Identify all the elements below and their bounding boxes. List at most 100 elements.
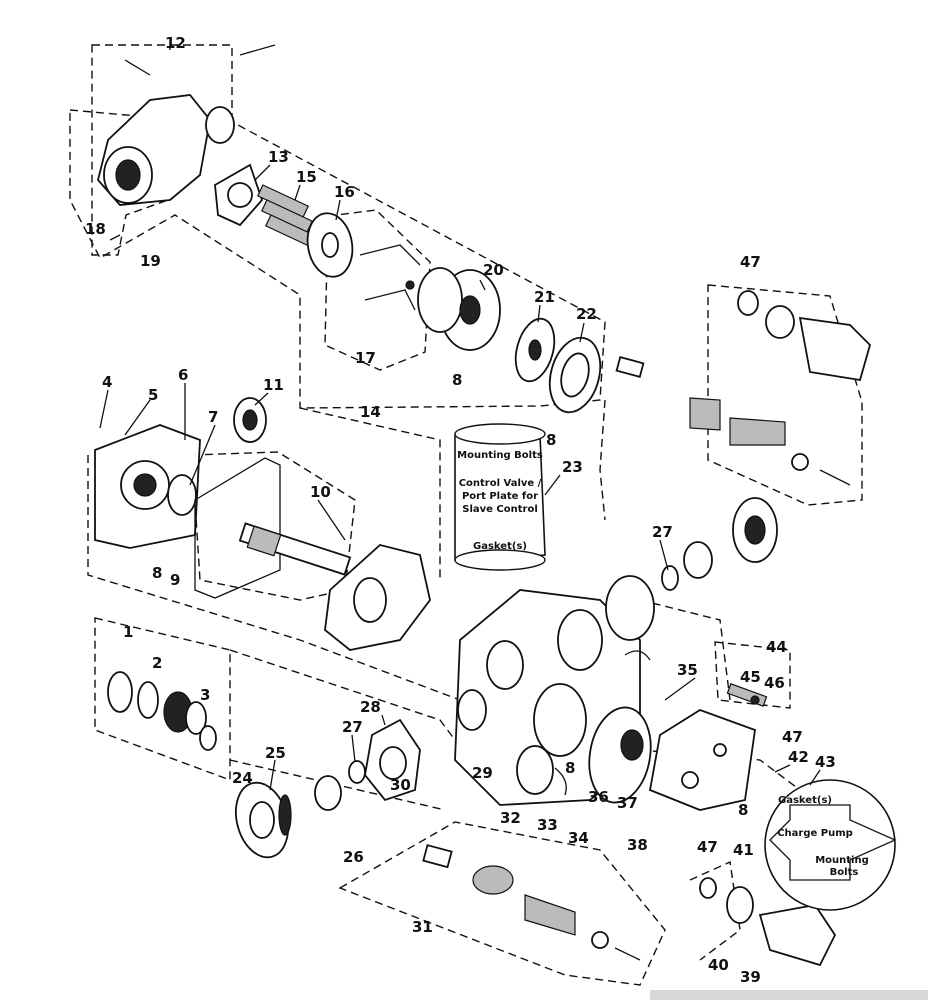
group-17-outline [324, 209, 431, 371]
callout-20: 20 [483, 261, 504, 279]
callout-17: 17 [355, 349, 376, 367]
valve-plate-part-21 [514, 317, 556, 383]
callout-36: 36 [588, 788, 609, 806]
box-43-gasket: Gasket(s) [778, 795, 832, 806]
callout-47-top: 47 [740, 253, 761, 271]
callout-16: 16 [334, 183, 355, 201]
info-box-43: Gasket(s) Charge Pump Mounting Bolts [764, 779, 897, 911]
callout-29: 29 [472, 764, 493, 782]
callout-5: 5 [148, 386, 158, 404]
dashed-axis-1 [87, 455, 461, 701]
callout-8-mid: 8 [565, 759, 575, 777]
plate-part-44 [726, 683, 768, 707]
plate-part-28 [364, 718, 421, 802]
relief-valve-bottom-part-31 [422, 844, 641, 961]
callout-labels: 12 13 15 16 18 19 17 20 21 22 8 8 14 47 … [85, 34, 836, 986]
group-31-outline [338, 821, 666, 986]
box-43-bolts: Bolts [830, 867, 859, 878]
callout-35: 35 [677, 661, 698, 679]
front-housing-part [324, 544, 431, 651]
box-43-mounting: Mounting [815, 855, 869, 866]
callout-41: 41 [733, 841, 754, 859]
callout-44: 44 [766, 638, 787, 656]
callout-8-top: 8 [452, 371, 462, 389]
callout-3: 3 [200, 686, 210, 704]
group-1-outline [94, 617, 231, 782]
box-23-line1: Mounting Bolts [457, 450, 543, 461]
spool-part-top [615, 356, 645, 378]
bearing-part-11 [233, 397, 267, 443]
dashed-axis-6 [639, 599, 731, 701]
cylinder-block-part-20 [417, 267, 501, 351]
dashed-axis-4 [299, 407, 441, 580]
group-47-top-outline [707, 284, 863, 506]
callout-31: 31 [412, 918, 433, 936]
callout-24: 24 [232, 769, 253, 787]
group-10-outline [191, 451, 356, 601]
end-cover-part-5 [94, 424, 201, 549]
bearing-part-7 [167, 474, 197, 516]
seal-group-part-1 [107, 671, 217, 751]
callout-40: 40 [708, 956, 729, 974]
bearing-plate-part-22 [548, 336, 602, 414]
relief-valve-bottom-cap-part-39 [699, 877, 837, 967]
callout-47-bottom: 47 [697, 838, 718, 856]
callout-6: 6 [178, 366, 188, 384]
callout-30: 30 [390, 776, 411, 794]
callout-32: 32 [500, 809, 521, 827]
callout-8-plate: 8 [546, 431, 556, 449]
callout-37: 37 [617, 794, 638, 812]
callout-45: 45 [740, 668, 761, 686]
callout-1: 1 [123, 623, 133, 641]
rear-flange-part [605, 497, 778, 661]
callout-42: 42 [788, 748, 809, 766]
callout-9: 9 [170, 571, 180, 589]
flange-part-25 [235, 781, 292, 859]
linkage-part-17 [359, 244, 421, 311]
callout-2: 2 [152, 654, 162, 672]
group-44-outline [714, 641, 791, 709]
oring-part-27-left [348, 760, 366, 784]
callout-47-mid: 47 [782, 728, 803, 746]
dashed-axis-5 [599, 399, 606, 521]
callout-26: 26 [343, 848, 364, 866]
box-23-line3: Port Plate for [462, 491, 538, 502]
callout-43: 43 [815, 753, 836, 771]
callout-25: 25 [265, 744, 286, 762]
callout-19: 19 [140, 252, 161, 270]
callout-27-right: 27 [652, 523, 673, 541]
end-cap-part-38 [648, 709, 756, 811]
relief-valve-top-part [689, 290, 872, 486]
shaft-part-10 [238, 522, 352, 576]
callout-22: 22 [576, 305, 597, 323]
callout-8-right: 8 [738, 801, 748, 819]
box-23-line2: Control Valve / [459, 478, 542, 489]
callout-39: 39 [740, 968, 761, 986]
leader-lines [99, 45, 821, 791]
bearing-part-26 [314, 775, 342, 811]
callout-38: 38 [627, 836, 648, 854]
box-43-charge-pump: Charge Pump [777, 828, 853, 839]
callout-27-left: 27 [342, 718, 363, 736]
callout-18: 18 [85, 220, 106, 238]
retaining-ring-part-33 [554, 767, 567, 796]
callout-4: 4 [102, 373, 112, 391]
callout-14: 14 [360, 403, 381, 421]
pistons-part-15 [257, 184, 317, 248]
gasket-part-9 [194, 457, 281, 599]
swashplate-part-13 [214, 163, 264, 227]
info-box-23: Mounting Bolts Control Valve / Port Plat… [454, 423, 546, 571]
box-23-line4: Slave Control [462, 504, 538, 515]
callout-46: 46 [764, 674, 785, 692]
callout-28: 28 [360, 698, 381, 716]
callout-15: 15 [296, 168, 317, 186]
callout-34: 34 [568, 829, 589, 847]
callout-13: 13 [268, 148, 289, 166]
bottom-page-edge [650, 990, 928, 1000]
retainer-plate-part-16 [306, 212, 354, 278]
callout-10: 10 [310, 483, 331, 501]
callout-21: 21 [534, 288, 555, 306]
callout-33: 33 [537, 816, 558, 834]
callout-23: 23 [562, 458, 583, 476]
